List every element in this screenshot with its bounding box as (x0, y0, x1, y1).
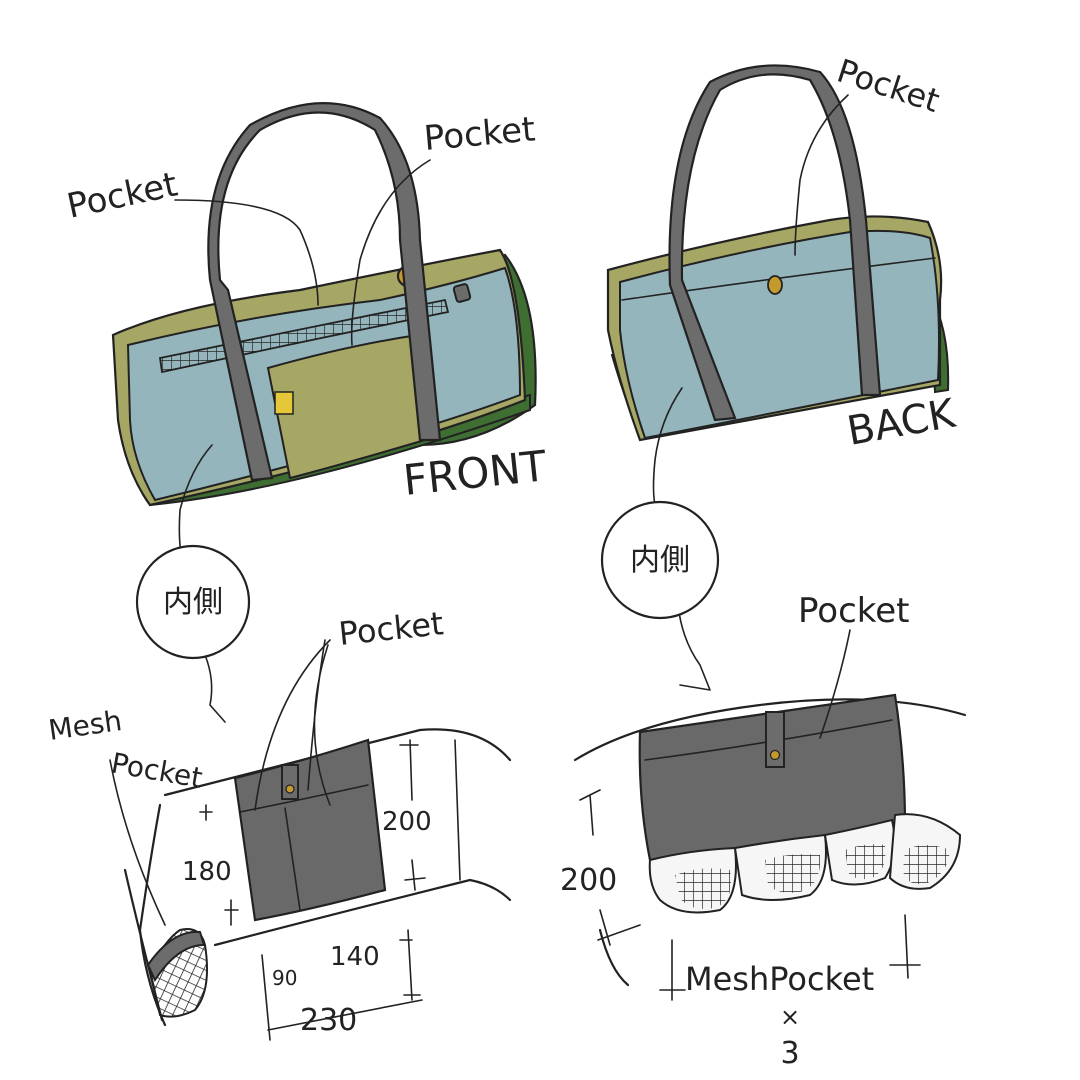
inside-left-tab (281, 764, 299, 800)
dim-width-line (261, 929, 423, 1041)
front-bag-buckle (274, 391, 294, 415)
inside-right-mesh-2-fill (765, 854, 821, 893)
inside-right-dim-height-line (579, 789, 641, 946)
front-pocket-leader-right (350, 159, 431, 346)
inside-left-callout-pointer (204, 654, 226, 723)
inside-left-pocket-label: Pocket (337, 604, 445, 653)
inside-left-mesh-leader (109, 759, 166, 926)
front-view-label: FRONT (401, 441, 549, 505)
dim-width-mid-label: 140 (330, 942, 380, 972)
inside-left-pocket-leader-a (254, 639, 331, 811)
inside-left-pocket-flap (239, 784, 369, 813)
inside-right-left-side (598, 928, 630, 987)
inside-callout-left-label: 内側 (163, 585, 223, 620)
inside-right-view (573, 604, 967, 1001)
inside-right-callout-pointer (677, 604, 711, 691)
inside-left-mesh-label-2: Pocket (109, 746, 205, 794)
inside-right-pocket-top (644, 719, 893, 761)
inside-left-pocket-divider (284, 807, 301, 911)
front-bag-handle (207, 102, 442, 482)
inside-left-rim (454, 739, 461, 881)
back-bag-handle (668, 64, 882, 422)
inside-left-mesh-pocket-band (146, 930, 206, 983)
back-pocket-label: Pocket (833, 51, 945, 120)
inside-callout-right-label: 内側 (630, 543, 690, 578)
inside-right-mesh-1-fill (675, 868, 731, 909)
dim-height-left-label: 180 (182, 857, 232, 887)
inside-right-mesh-count-symbol: × (780, 1003, 800, 1031)
back-pocket-leader (794, 94, 849, 256)
dim-height-left-line (199, 804, 239, 926)
inside-right-mesh-count: 3 (780, 1036, 799, 1071)
inside-right-rim (573, 698, 967, 762)
inside-callout-right: 内側 (600, 500, 720, 620)
front-pocket-label-right: Pocket (422, 109, 537, 159)
front-bag (111, 102, 537, 561)
inside-right-mesh-4-fill (903, 845, 950, 885)
inside-callout-left: 内側 (135, 544, 251, 660)
inside-right-mesh-3-fill (845, 844, 886, 880)
back-inside-leader (652, 387, 683, 506)
dim-height-right-line (399, 739, 426, 891)
dim-height-right-label: 200 (382, 807, 432, 837)
inside-right-snap (769, 749, 781, 761)
inside-right-dim-width-line (659, 914, 921, 1001)
inside-left-pocket-leader-c (313, 644, 331, 806)
dim-width-total-label: 230 (300, 1003, 357, 1038)
front-pocket-label-left: Pocket (64, 164, 181, 226)
back-bag-snap (767, 275, 783, 295)
inside-right-mesh-label: MeshPocket (685, 960, 874, 998)
inside-left-base (213, 878, 512, 947)
front-bag-zipper-pull (452, 283, 472, 303)
inside-callout-right-circle (600, 500, 720, 620)
inside-left-pocket-panel (233, 738, 387, 922)
dim-width-small-label: 90 (272, 966, 297, 990)
inside-right-pocket-label: Pocket (798, 591, 910, 631)
inside-left-mesh-label-1: Mesh (46, 704, 124, 747)
inside-left-view (109, 639, 512, 1041)
inside-left-snap (285, 784, 295, 794)
inside-left-outline (163, 728, 512, 797)
inside-callout-left-circle (135, 544, 251, 660)
inside-right-pocket-leader (819, 629, 851, 739)
inside-right-dim-height-label: 200 (560, 863, 617, 898)
front-pocket-leader-left (174, 199, 319, 306)
back-bag (606, 64, 950, 506)
